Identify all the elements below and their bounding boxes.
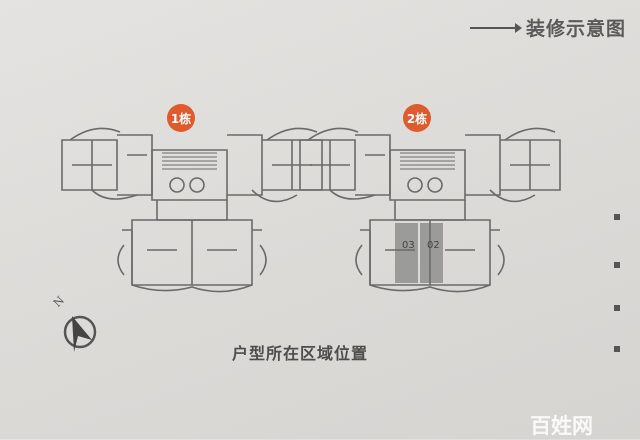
legend: 装修示意图 bbox=[470, 14, 626, 41]
compass-label: N bbox=[51, 294, 67, 310]
building-1-badge[interactable]: 1栋 bbox=[167, 104, 195, 132]
highlighted-unit-03[interactable] bbox=[395, 223, 418, 283]
watermark: 百姓网 bbox=[530, 414, 593, 438]
north-arrow-icon: N bbox=[48, 292, 108, 366]
bullet-icon bbox=[614, 346, 620, 352]
building-1-plan bbox=[61, 127, 323, 293]
bullet-icon bbox=[614, 305, 620, 311]
legend-label: 装修示意图 bbox=[526, 18, 627, 40]
unit-label-02: 02 bbox=[427, 240, 440, 251]
highlighted-unit-02[interactable] bbox=[420, 223, 443, 283]
bullet-icon bbox=[614, 262, 620, 268]
building-2-badge[interactable]: 2栋 bbox=[403, 104, 431, 132]
bullet-icon bbox=[614, 214, 620, 220]
unit-label-03: 03 bbox=[402, 240, 415, 251]
building-2-plan bbox=[299, 127, 561, 293]
caption: 户型所在区域位置 bbox=[232, 344, 369, 363]
arrow-right-icon bbox=[470, 22, 522, 33]
